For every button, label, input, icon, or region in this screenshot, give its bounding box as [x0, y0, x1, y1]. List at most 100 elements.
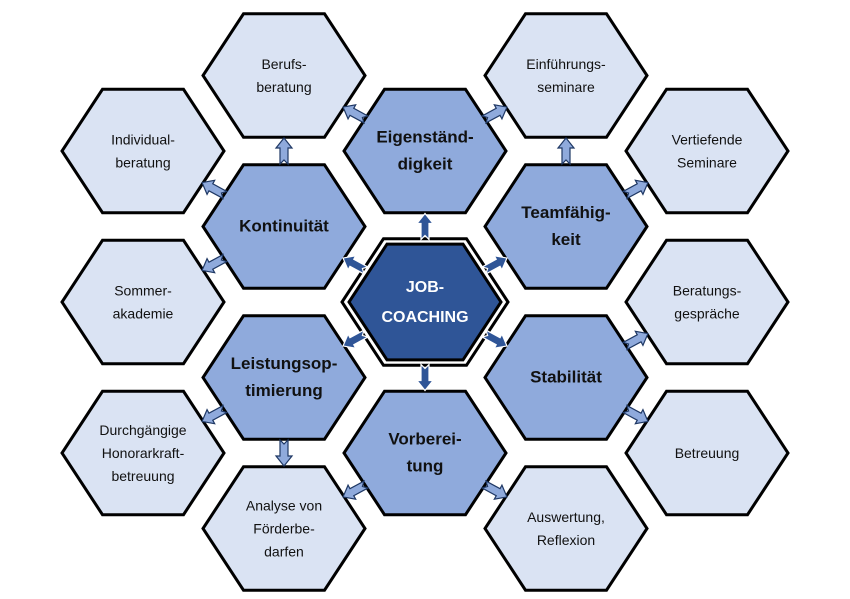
hex-ausw: Auswertung, Reflexion	[483, 465, 649, 592]
arrow-icon-kontin-to-sommer	[201, 253, 229, 274]
hex-shape	[201, 12, 367, 139]
arrow-icon-team-to-vertief	[621, 179, 649, 200]
arrow-icon-vorb-to-analyse	[342, 479, 370, 501]
label-line: Honorarkraft-	[102, 445, 185, 461]
label-line: Reflexion	[537, 532, 595, 548]
hex-shape	[201, 465, 367, 592]
label-line: gespräche	[674, 306, 740, 322]
hex-shape	[347, 242, 503, 362]
label-line: darfen	[264, 544, 304, 560]
label-line: tung	[407, 457, 444, 476]
label-line: Berufs-	[261, 56, 306, 72]
hex-einf: Einführungs-seminare	[483, 12, 649, 139]
hex-label-team: Teamfähig-keit	[521, 203, 610, 249]
hex-label-berufs: Berufs-beratung	[256, 56, 311, 95]
arrow-icon-kontin-to-indiv	[201, 179, 229, 200]
label-line: Durchgängige	[99, 422, 186, 438]
arrow-icon-center-to-eigen	[415, 212, 435, 241]
label-line: COACHING	[381, 309, 468, 326]
hex-label-vorb: Vorberei-tung	[388, 430, 461, 476]
arrow-icon-center-to-leist	[342, 328, 370, 350]
hex-team: Teamfähig-keit	[483, 163, 649, 290]
hex-stabil: Stabilität	[483, 314, 649, 441]
hex-label-eigen: Eigenständ-digkeit	[376, 128, 473, 174]
arrow-icon-center-to-stabil	[480, 328, 508, 350]
hex-shape	[624, 87, 790, 215]
hex-label-ausw: Auswertung, Reflexion	[527, 509, 605, 548]
hex-beratg: Beratungs-gespräche	[624, 238, 790, 366]
hex-shape	[201, 163, 367, 290]
label-line: Vorberei-	[388, 430, 461, 449]
arrow-icon-team-to-einf	[556, 137, 576, 166]
label-line: Individual-	[111, 132, 175, 148]
label-line: Beratungs-	[673, 283, 742, 299]
hex-shape	[60, 238, 226, 366]
hex-label-leist: Leistungsop-timierung	[231, 354, 338, 400]
hex-label-stabil: Stabilität	[530, 368, 602, 387]
hex-layer: JOB- COACHING Eigenständ-digkeitKontinuitä…	[60, 12, 790, 592]
hex-label-indiv: Individual-beratung	[111, 132, 175, 171]
label-line: akademie	[113, 306, 174, 322]
hex-leist: Leistungsop-timierung	[201, 314, 367, 441]
arrow-icon-stabil-to-beratg	[621, 330, 649, 351]
hex-label-betreu: Betreuung	[675, 445, 740, 461]
arrow-icon-kontin-to-berufs	[274, 137, 294, 166]
hex-label-sommer: Sommer-akademie	[113, 283, 174, 322]
arrow-icon-leist-to-analyse	[274, 438, 294, 467]
hex-shape	[483, 465, 649, 592]
label-line: keit	[551, 230, 581, 249]
label-line: Vertiefende	[672, 132, 743, 148]
hex-kontin: Kontinuität	[201, 163, 367, 290]
label-line: Sommer-	[114, 283, 172, 299]
hex-berufs: Berufs-beratung	[201, 12, 367, 139]
hex-shape	[483, 12, 649, 139]
hex-betreu: Betreuung	[624, 389, 790, 517]
hex-shape	[624, 238, 790, 366]
hex-sommer: Sommer-akademie	[60, 238, 226, 366]
label-line: Betreuung	[675, 445, 740, 461]
hex-eigen: Eigenständ-digkeit	[342, 87, 508, 215]
label-line: JOB-	[406, 279, 444, 296]
label-line: Leistungsop-	[231, 354, 338, 373]
arrow-icon-vorb-to-ausw	[480, 479, 508, 501]
arrow-icon-center-to-vorb	[415, 363, 435, 392]
label-line: Analyse von	[246, 498, 322, 514]
arrow-icon-center-to-team	[480, 254, 508, 276]
label-line: Eigenständ-	[376, 128, 473, 147]
label-line: Kontinuität	[239, 217, 329, 236]
hex-label-kontin: Kontinuität	[239, 217, 329, 236]
arrow-icon-center-to-kontin	[342, 254, 370, 276]
label-line: Förderbe-	[253, 521, 315, 537]
hex-shape	[342, 87, 508, 215]
label-line: beratung	[115, 155, 170, 171]
label-line: Auswertung,	[527, 509, 605, 525]
label-line: beratung	[256, 79, 311, 95]
arrow-icon-eigen-to-berufs	[342, 103, 370, 125]
hex-shape	[201, 314, 367, 441]
hex-shape	[342, 389, 508, 517]
label-line: timierung	[245, 381, 322, 400]
hex-label-beratg: Beratungs-gespräche	[673, 283, 742, 322]
arrow-icon-eigen-to-einf	[480, 103, 508, 125]
label-line: Einführungs-	[526, 56, 606, 72]
label-line: betreuung	[111, 468, 174, 484]
label-line: seminare	[537, 79, 595, 95]
hex-vorb: Vorberei-tung	[342, 389, 508, 517]
label-line: digkeit	[398, 155, 453, 174]
hex-label-center: JOB- COACHING	[381, 279, 468, 326]
hex-shape	[60, 87, 226, 215]
hex-shape	[483, 314, 649, 441]
arrow-icon-stabil-to-betreu	[621, 404, 649, 425]
arrow-icon-leist-to-durch	[201, 404, 229, 425]
label-line: Teamfähig-	[521, 203, 610, 222]
label-line: Stabilität	[530, 368, 602, 387]
label-line: Seminare	[677, 155, 737, 171]
